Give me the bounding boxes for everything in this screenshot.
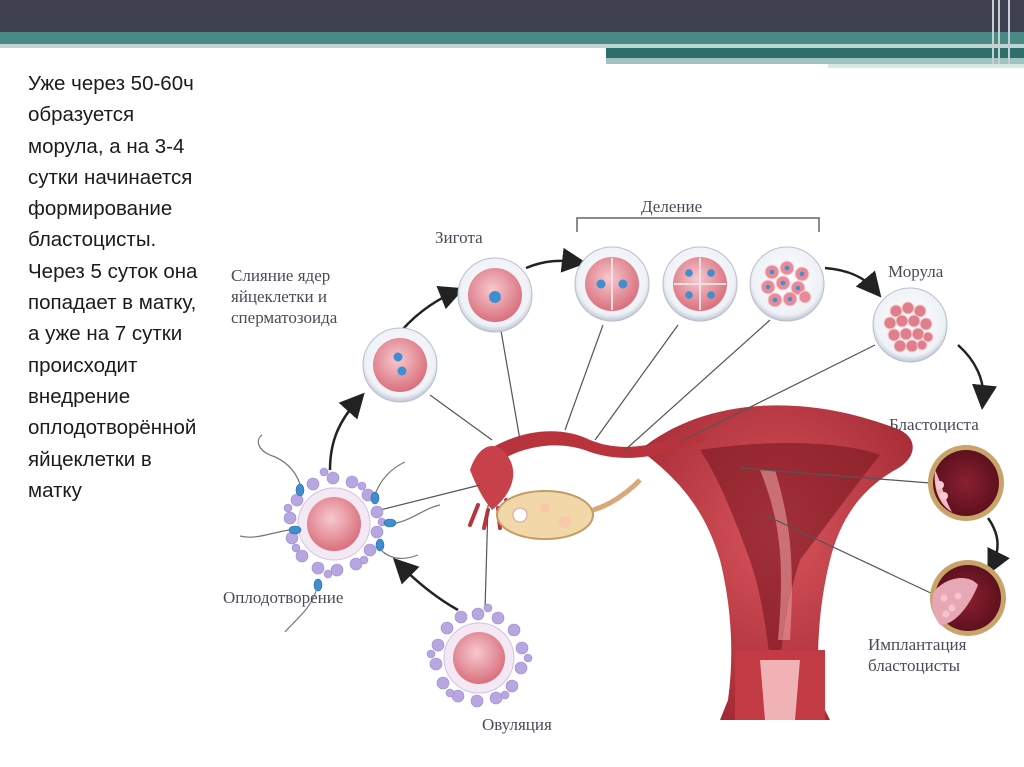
label-zygote: Зигота xyxy=(435,228,483,247)
morula-cell xyxy=(872,287,948,363)
label-fusion-line2: яйцеклетки и xyxy=(231,287,327,306)
label-fertilization: Оплодотворение xyxy=(223,588,343,607)
label-division: Деление xyxy=(641,197,702,216)
blastocyst-cell xyxy=(928,445,1004,521)
connector-lines xyxy=(379,319,936,611)
label-ovulation: Овуляция xyxy=(482,715,552,734)
header-vertical-lines xyxy=(992,0,1010,64)
four-cell-stage xyxy=(662,246,738,322)
zygote-cell xyxy=(457,257,533,333)
description-text: Уже через 50-60ч образуется морула, а на… xyxy=(28,72,198,502)
label-implantation-line1: Имплантация xyxy=(868,635,967,654)
process-arrows xyxy=(328,247,1010,612)
ovulation-cell xyxy=(426,603,533,708)
label-blastocyst: Бластоциста xyxy=(889,415,979,434)
label-fusion-line1: Слияние ядер xyxy=(231,266,330,285)
implantation-cell xyxy=(930,560,1006,636)
label-morula: Морула xyxy=(888,262,944,281)
header-accent-bar xyxy=(606,48,1024,58)
division-bracket xyxy=(576,217,820,232)
fertilization-cell xyxy=(239,434,441,633)
uterus xyxy=(468,405,913,720)
header-stripe xyxy=(0,32,1024,44)
label-fusion-line3: сперматозоида xyxy=(231,308,338,327)
two-cell-stage xyxy=(574,246,650,322)
fusion-cell xyxy=(362,327,438,403)
header-stripe-light xyxy=(0,44,1024,48)
header-bar xyxy=(0,0,1024,32)
multi-cell-stage xyxy=(749,246,825,322)
header-accent-bar-thin xyxy=(828,64,1024,68)
header-accent-bar-light xyxy=(606,58,1024,64)
label-implantation-line2: бластоцисты xyxy=(868,656,961,675)
